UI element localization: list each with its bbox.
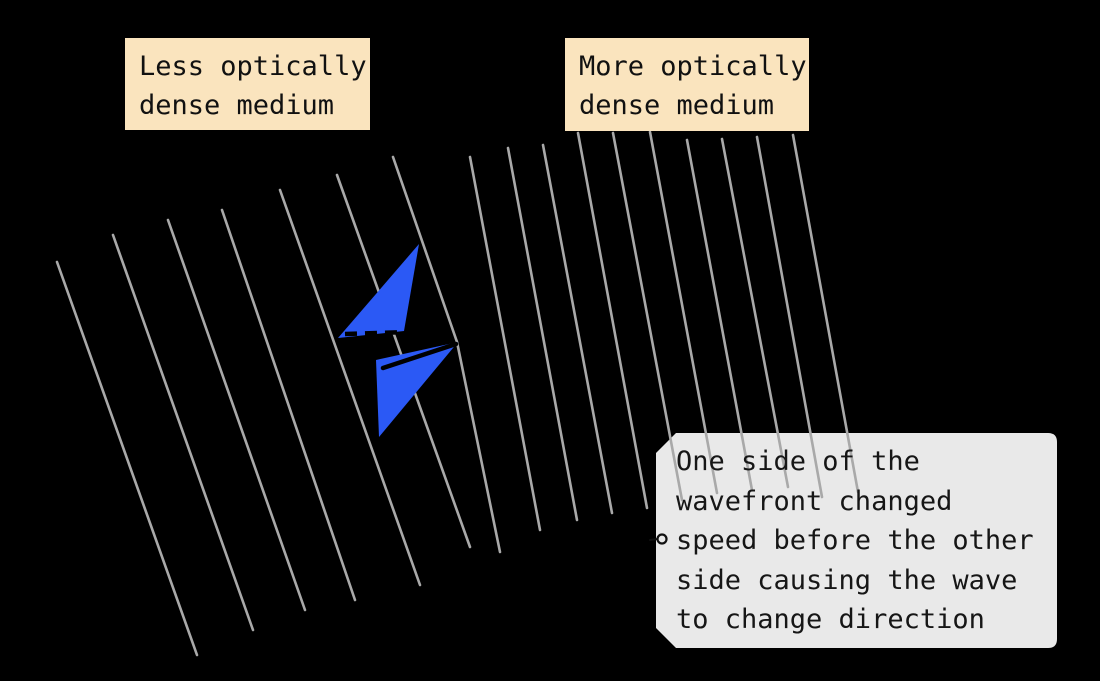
wavefront-incident-line: [55, 260, 199, 657]
callout-tag-shape: [656, 433, 1057, 648]
wavefront-refracted-line: [685, 138, 754, 492]
arrow-solid-edge-line: [380, 341, 459, 371]
wavefront-incident-line: [220, 208, 357, 602]
wavefront-refracted-line: [541, 143, 614, 515]
wavefront-refracted-line: [755, 135, 824, 499]
wavefront-refracted-line: [648, 130, 719, 495]
arrow-dashed-reference-line: [344, 329, 411, 337]
tag-hole-ring: [656, 533, 668, 545]
wavefront-refracted-line: [611, 131, 684, 502]
callout-explanation-text: One side of the wavefront changed speed …: [676, 446, 1034, 635]
label-less-dense-medium: Less optically dense medium: [125, 38, 370, 130]
wavefront-incident-line: [278, 188, 422, 587]
tag-hole-icon: [649, 533, 668, 545]
wavefront-incident-line: [166, 218, 307, 612]
tag-hole-tail: [649, 538, 659, 541]
arrow-upper-triangle: [338, 244, 419, 338]
wave-direction-arrow: [338, 244, 459, 437]
label-more-dense-medium: More optically dense medium: [565, 38, 809, 131]
wavefront-refracted-line: [791, 133, 860, 494]
wavefront-incident-line: [111, 233, 255, 632]
wavefront-refracted-line: [720, 137, 790, 489]
wavefront-lines: [55, 130, 860, 657]
wavefront-refracted-line: [576, 131, 649, 510]
wavefront-refracted-line: [506, 146, 579, 522]
callout-tag-background: [656, 433, 1057, 648]
wavefront-refracted-line: [468, 155, 542, 532]
